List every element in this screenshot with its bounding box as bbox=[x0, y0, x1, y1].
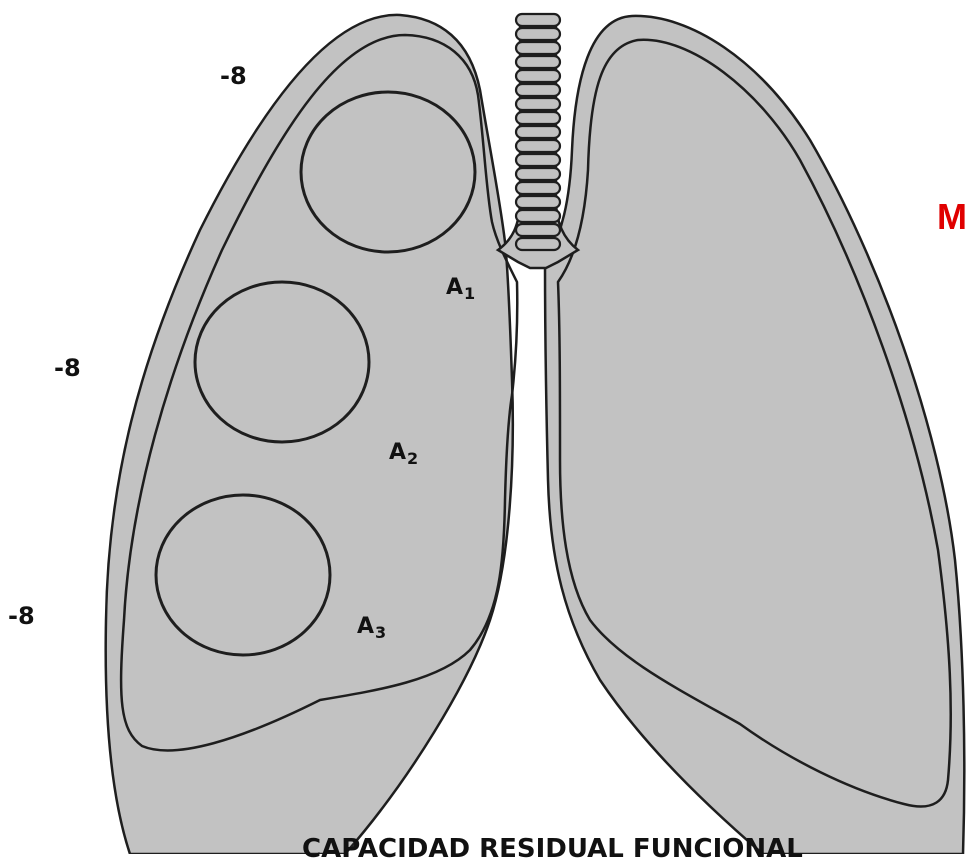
alveolus-label-2: A2 bbox=[389, 440, 418, 468]
trachea-ring bbox=[516, 196, 560, 208]
side-label: M bbox=[937, 196, 967, 238]
trachea-ring bbox=[516, 56, 560, 68]
trachea-ring bbox=[516, 98, 560, 110]
trachea-ring bbox=[516, 84, 560, 96]
pressure-label-top: -8 bbox=[220, 62, 247, 90]
bottom-caption: CAPACIDAD RESIDUAL FUNCIONAL bbox=[302, 834, 803, 864]
alveolus-label-1-subscript: 1 bbox=[464, 284, 475, 303]
alveolus-label-3-letter: A bbox=[357, 614, 374, 639]
trachea-ring bbox=[516, 140, 560, 152]
right-lung-outer-pleura bbox=[545, 16, 964, 854]
trachea-ring bbox=[516, 182, 560, 194]
alveolus-label-2-subscript: 2 bbox=[407, 449, 418, 468]
trachea-ring bbox=[516, 154, 560, 166]
trachea-rings bbox=[516, 14, 560, 250]
trachea-ring bbox=[516, 224, 560, 236]
alveolus-label-3: A3 bbox=[357, 614, 386, 642]
trachea-ring bbox=[516, 112, 560, 124]
trachea-ring bbox=[516, 126, 560, 138]
pressure-label-bottom: -8 bbox=[8, 602, 35, 630]
pressure-label-middle: -8 bbox=[54, 354, 81, 382]
alveolus-label-2-letter: A bbox=[389, 440, 406, 465]
trachea-ring bbox=[516, 14, 560, 26]
trachea-ring bbox=[516, 28, 560, 40]
alveolus-label-1: A1 bbox=[446, 275, 475, 303]
trachea-ring bbox=[516, 210, 560, 222]
trachea-ring bbox=[516, 238, 560, 250]
alveolus-label-3-subscript: 3 bbox=[375, 623, 386, 642]
trachea-ring bbox=[516, 168, 560, 180]
alveolus-label-1-letter: A bbox=[446, 275, 463, 300]
trachea-ring bbox=[516, 70, 560, 82]
trachea-ring bbox=[516, 42, 560, 54]
